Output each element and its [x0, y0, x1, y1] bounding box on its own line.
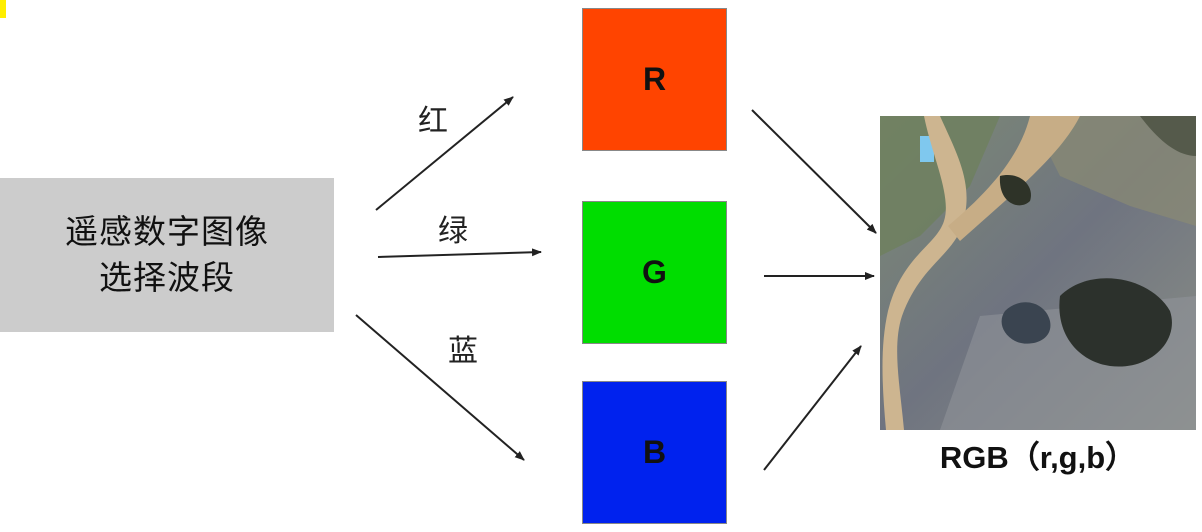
band-label-red: 红 — [418, 104, 448, 139]
channel-box-b: B — [582, 381, 727, 524]
channel-letter-b: B — [642, 434, 667, 470]
channel-box-r: R — [582, 8, 727, 151]
channel-letter-g: G — [642, 254, 667, 290]
band-label-blue: 蓝 — [448, 334, 478, 369]
source-line-2: 选择波段 — [99, 258, 235, 297]
arrow-to-g — [377, 248, 542, 258]
channel-box-g: G — [582, 201, 727, 344]
rgb-caption: RGB（r,g,b） — [939, 440, 1137, 475]
source-line-1: 遥感数字图像 — [65, 212, 269, 251]
band-label-green: 绿 — [438, 214, 468, 249]
rgb-satellite-image — [880, 116, 1196, 430]
arrow-b-to-rgb — [763, 345, 862, 471]
arrow-to-r — [375, 96, 514, 211]
arrow-to-b — [355, 314, 525, 461]
source-box: 遥感数字图像 选择波段 — [0, 178, 334, 332]
yellow-marker — [0, 0, 6, 18]
channel-letter-r: R — [642, 61, 667, 97]
arrow-r-to-rgb — [751, 109, 877, 234]
